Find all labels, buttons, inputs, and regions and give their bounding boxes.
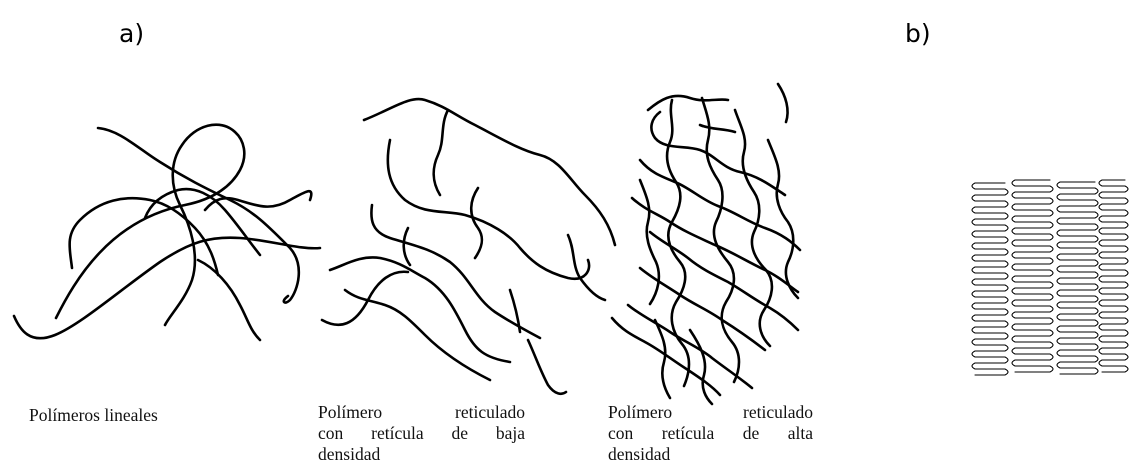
caption-high-line-1: Polímero reticulado xyxy=(608,402,813,423)
linear-chain-7 xyxy=(198,260,260,340)
low-density-network-drawing xyxy=(322,99,615,394)
folded-chain-lamellae-drawing xyxy=(972,180,1128,375)
caption-high-density: Polímero reticulado con retícula de alta… xyxy=(608,402,813,465)
high-crosslink-6 xyxy=(700,125,735,132)
caption-low-line-1: Polímero reticulado xyxy=(318,402,525,423)
high-crosslink-7 xyxy=(690,330,712,404)
caption-high-line-2: con retícula de alta xyxy=(608,423,813,444)
low-chain-4 xyxy=(330,257,510,362)
caption-linear-text: Polímeros lineales xyxy=(29,405,229,426)
low-crosslink-1 xyxy=(434,110,448,195)
low-crosslink-3 xyxy=(404,228,410,265)
linear-polymer-drawing xyxy=(14,125,320,340)
caption-low-line-3: densidad xyxy=(318,444,525,465)
high-crosslink-9 xyxy=(778,84,788,122)
high-crosslink-1 xyxy=(667,100,689,386)
fold-column-4 xyxy=(1099,180,1128,372)
high-chain-2 xyxy=(640,160,800,250)
fold-column-1 xyxy=(972,183,1008,375)
low-crosslink-2 xyxy=(471,188,482,258)
caption-low-line-2: con retícula de baja xyxy=(318,423,525,444)
high-chain-8 xyxy=(648,96,728,110)
high-crosslink-5 xyxy=(640,180,659,304)
high-crosslink-2 xyxy=(702,98,739,382)
fold-column-2 xyxy=(1012,180,1053,372)
low-chain-7 xyxy=(528,340,566,394)
high-density-network-drawing xyxy=(612,84,800,404)
caption-low-density: Polímero reticulado con retícula de baja… xyxy=(318,402,525,465)
caption-high-line-3: densidad xyxy=(608,444,813,465)
high-chain-6 xyxy=(628,305,752,388)
fold-column-3 xyxy=(1057,182,1098,374)
high-chain-3 xyxy=(632,198,798,292)
linear-chain-1 xyxy=(98,128,299,303)
caption-linear-polymers: Polímeros lineales xyxy=(29,405,229,426)
low-chain-2 xyxy=(388,140,589,279)
low-crosslink-5 xyxy=(568,235,605,300)
